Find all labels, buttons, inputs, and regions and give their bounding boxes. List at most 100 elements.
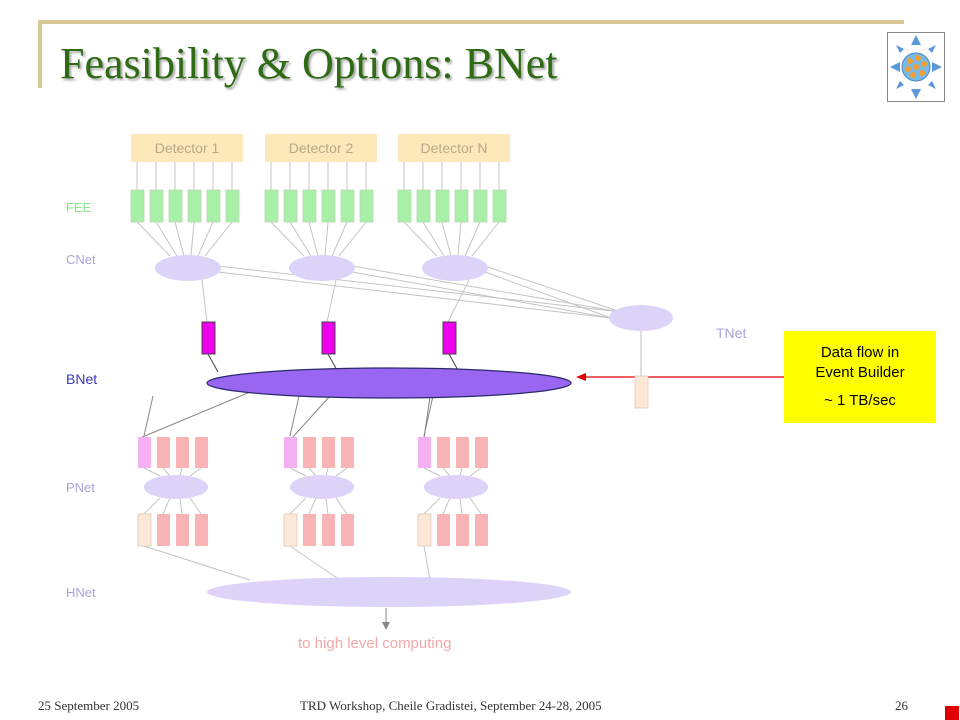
pnet-buffer bbox=[475, 437, 488, 468]
hnet-buffer bbox=[195, 514, 208, 546]
fee-to-cnet-line bbox=[464, 221, 481, 257]
pbuf-to-pnet-line bbox=[143, 467, 161, 477]
pnet-to-hbuf-line bbox=[179, 497, 183, 515]
pnet-buffer bbox=[418, 437, 431, 468]
hnet-buffer bbox=[417, 513, 432, 547]
pnet-to-hbuf-line bbox=[162, 497, 171, 515]
fee-module bbox=[359, 189, 374, 223]
cnet-to-tnet-line bbox=[217, 265, 622, 313]
hnet-buffer bbox=[341, 514, 354, 546]
pbuf-to-pnet-line bbox=[325, 467, 329, 477]
pnet-buffer bbox=[341, 437, 354, 468]
fee-to-cnet-line bbox=[190, 221, 195, 257]
pnet-node bbox=[424, 475, 488, 499]
diagram-labels: FEE CNet TNet BNet PNet HNet to high lev… bbox=[66, 200, 746, 652]
detector-box bbox=[265, 134, 377, 162]
pbuf-to-pnet-line bbox=[335, 467, 348, 477]
cnet-layer-label: CNet bbox=[66, 252, 96, 267]
page-number: 26 bbox=[895, 698, 908, 713]
tnet-buffer bbox=[634, 375, 649, 409]
fee-to-cnet-line bbox=[422, 221, 445, 257]
output-arrow-head bbox=[382, 622, 390, 630]
bnet-to-pnet-line bbox=[291, 395, 331, 439]
connection-lines bbox=[136, 162, 784, 630]
fee-module bbox=[435, 189, 450, 223]
fee-to-cnet-line bbox=[155, 221, 178, 257]
bnet-layer-label: BNet bbox=[66, 371, 97, 387]
pbuf-to-pnet-line bbox=[423, 467, 441, 477]
pnet-to-hbuf-line bbox=[335, 497, 348, 515]
hnet-buffer bbox=[283, 513, 298, 547]
pbuf-to-pnet-line bbox=[162, 467, 171, 477]
footer-date: 25 September 2005 bbox=[38, 698, 140, 713]
pnet-node bbox=[290, 475, 354, 499]
pbuf-to-pnet-line bbox=[179, 467, 183, 477]
cnet-to-buffer-line bbox=[326, 279, 337, 323]
pnet-to-hbuf-line bbox=[289, 497, 307, 515]
pbuf-to-pnet-line bbox=[308, 467, 317, 477]
pbuf-to-pnet-line bbox=[289, 467, 307, 477]
fee-to-cnet-line bbox=[471, 221, 500, 257]
bnet-to-pnet-line bbox=[423, 396, 431, 439]
fee-module bbox=[321, 189, 336, 223]
pnet-buffer bbox=[437, 437, 450, 468]
pbuf-to-pnet-line bbox=[442, 467, 451, 477]
pnet-to-hbuf-line bbox=[469, 497, 482, 515]
fee-to-cnet-line bbox=[441, 221, 452, 257]
bnet-node bbox=[206, 367, 572, 399]
fee-module bbox=[340, 189, 355, 223]
bnet-to-pnet-line bbox=[139, 391, 251, 439]
fee-layer-label: FEE bbox=[66, 200, 92, 215]
bnet-buffer bbox=[321, 321, 336, 355]
footer-event: TRD Workshop, Cheile Gradistei, Septembe… bbox=[300, 698, 602, 713]
fee-module bbox=[416, 189, 431, 223]
fee-module bbox=[225, 189, 240, 223]
hnet-buffer bbox=[437, 514, 450, 546]
pnet-layer-label: PNet bbox=[66, 480, 95, 495]
pnet-buffer bbox=[195, 437, 208, 468]
bnet-to-pnet-line bbox=[143, 395, 154, 437]
hnet-node bbox=[207, 577, 571, 607]
bnet-to-pnet-line bbox=[289, 395, 300, 437]
bnet-buffer bbox=[442, 321, 457, 355]
hbuf-to-hnet-line bbox=[423, 545, 431, 581]
frame-left-rule bbox=[38, 20, 42, 88]
hnet-buffer bbox=[137, 513, 152, 547]
fee-module bbox=[397, 189, 412, 223]
fee-to-cnet-line bbox=[457, 221, 462, 257]
callout-line-3: ~ 1 TB/sec bbox=[824, 392, 896, 409]
cnet-node bbox=[289, 255, 355, 281]
data-flow-callout: Data flow in Event Builder ~ 1 TB/sec bbox=[784, 331, 936, 423]
pnet-buffer bbox=[157, 437, 170, 468]
detector-label: Detector 2 bbox=[289, 140, 354, 156]
callout-arrow-head bbox=[576, 373, 586, 381]
tnet-layer-label: TNet bbox=[716, 325, 746, 341]
fee-to-cnet-line bbox=[197, 221, 214, 257]
pbuf-to-pnet-line bbox=[459, 467, 463, 477]
fee-module bbox=[149, 189, 164, 223]
pnet-to-hbuf-line bbox=[459, 497, 463, 515]
pnet-buffer bbox=[456, 437, 469, 468]
fee-to-cnet-line bbox=[289, 221, 312, 257]
pnet-to-hbuf-line bbox=[442, 497, 451, 515]
fee-module bbox=[187, 189, 202, 223]
cnet-node bbox=[422, 255, 488, 281]
logo-box bbox=[887, 32, 945, 102]
fee-module bbox=[168, 189, 183, 223]
callout-line-2: Event Builder bbox=[815, 364, 905, 381]
cnet-to-buffer-line bbox=[447, 279, 470, 323]
detector-box bbox=[398, 134, 510, 162]
callout-line-1: Data flow in bbox=[820, 344, 900, 361]
cnet-to-tnet-line bbox=[351, 265, 622, 313]
fee-to-cnet-line bbox=[270, 221, 305, 257]
hnet-layer-label: HNet bbox=[66, 585, 96, 600]
cnet-to-buffer-line bbox=[201, 279, 208, 323]
tnet-node bbox=[609, 305, 673, 331]
pnet-buffer bbox=[284, 437, 297, 468]
fee-module bbox=[264, 189, 279, 223]
hnet-buffer bbox=[322, 514, 335, 546]
network-logo-icon bbox=[890, 35, 942, 99]
hbuf-to-hnet-line bbox=[289, 545, 341, 581]
cnet-to-tnet-line bbox=[351, 271, 612, 319]
